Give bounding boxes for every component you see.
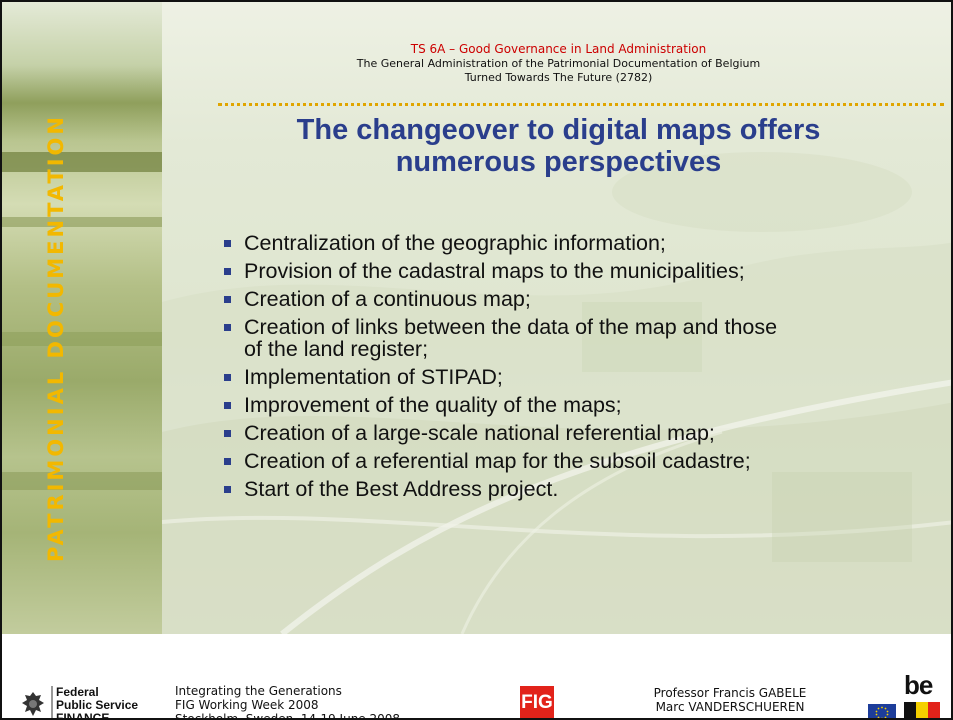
- bullet-marker: [224, 240, 231, 247]
- bullet-text: Creation of a referential map for the su…: [244, 449, 751, 473]
- bullet-marker: [224, 402, 231, 409]
- footer: Federal Public Service FINANCE Integrati…: [2, 634, 951, 720]
- bullet-item: Implementation of STIPAD;: [224, 366, 924, 388]
- bullet-text: Creation of a continuous map;: [244, 287, 531, 311]
- bullet-text: Creation of a large-scale national refer…: [244, 421, 715, 445]
- bullet-text: Creation of links between the data of th…: [244, 315, 778, 339]
- side-landscape-photo: PATRIMONIAL DOCUMENTATION: [2, 2, 162, 634]
- eu-flag-icon: [868, 704, 896, 718]
- conference-line-1: Integrating the Generations: [175, 684, 342, 698]
- belgian-flag-icon: [904, 702, 940, 718]
- bullet-text: Centralization of the geographic informa…: [244, 231, 666, 255]
- bullet-item: Provision of the cadastral maps to the m…: [224, 260, 924, 282]
- bullet-text: Improvement of the quality of the maps;: [244, 393, 622, 417]
- bullet-item: Improvement of the quality of the maps;: [224, 394, 924, 416]
- bullet-marker: [224, 296, 231, 303]
- aerial-landscape-background: [162, 152, 951, 634]
- belgian-coat-of-arms-icon: [22, 692, 44, 716]
- paper-title-line-1: The General Administration of the Patrim…: [356, 57, 761, 70]
- bullet-text: Implementation of STIPAD;: [244, 365, 503, 389]
- fig-logo: [520, 686, 554, 718]
- bullet-text-continued: of the land register;: [244, 337, 429, 361]
- fig-logo-text: FIG: [521, 692, 553, 713]
- vertical-banner-text: PATRIMONIAL DOCUMENTATION: [44, 114, 68, 562]
- be-mark: be: [904, 670, 933, 700]
- bullet-marker: [224, 430, 231, 437]
- slide-title: The changeover to digital maps offers nu…: [162, 114, 951, 178]
- bullet-marker: [224, 374, 231, 381]
- logo-divider: [51, 686, 53, 718]
- bullet-marker: [224, 486, 231, 493]
- bullet-item: Creation of a large-scale national refer…: [224, 422, 924, 444]
- bullet-item: Centralization of the geographic informa…: [224, 232, 924, 254]
- dotted-divider: [218, 103, 944, 106]
- conference-line-2: FIG Working Week 2008: [175, 698, 319, 712]
- bullet-list: Centralization of the geographic informa…: [224, 232, 924, 506]
- bullet-item: Creation of a referential map for the su…: [224, 450, 924, 472]
- slide-title-line-1: The changeover to digital maps offers: [296, 114, 821, 146]
- bullet-marker: [224, 458, 231, 465]
- fps-line-3: FINANCE: [56, 711, 110, 720]
- conference-line-3: Stockholm, Sweden, 14-19 June 2008: [175, 712, 401, 720]
- fps-line-1: Federal: [56, 685, 99, 699]
- author-1: Professor Francis GABELE: [653, 686, 807, 700]
- bullet-item: Creation of a continuous map;: [224, 288, 924, 310]
- fps-line-2: Public Service: [56, 698, 139, 712]
- bullet-marker: [224, 324, 231, 331]
- bullet-marker: [224, 268, 231, 275]
- bullet-item: Creation of links between the data of th…: [224, 316, 924, 360]
- authors: Professor Francis GABELE Marc VANDERSCHU…: [642, 686, 818, 714]
- session-title: TS 6A – Good Governance in Land Administ…: [410, 42, 707, 56]
- federal-public-service-finance-label: Federal Public Service FINANCE: [56, 685, 139, 720]
- slide-title-line-2: numerous perspectives: [395, 146, 722, 178]
- bullet-text: Provision of the cadastral maps to the m…: [244, 259, 745, 283]
- paper-title-line-2: Turned Towards The Future (2782): [464, 71, 653, 84]
- conference-info: Integrating the Generations FIG Working …: [175, 684, 401, 720]
- bullet-item: Start of the Best Address project.: [224, 478, 924, 500]
- author-2: Marc VANDERSCHUEREN: [655, 700, 805, 714]
- bullet-text: Start of the Best Address project.: [244, 477, 559, 501]
